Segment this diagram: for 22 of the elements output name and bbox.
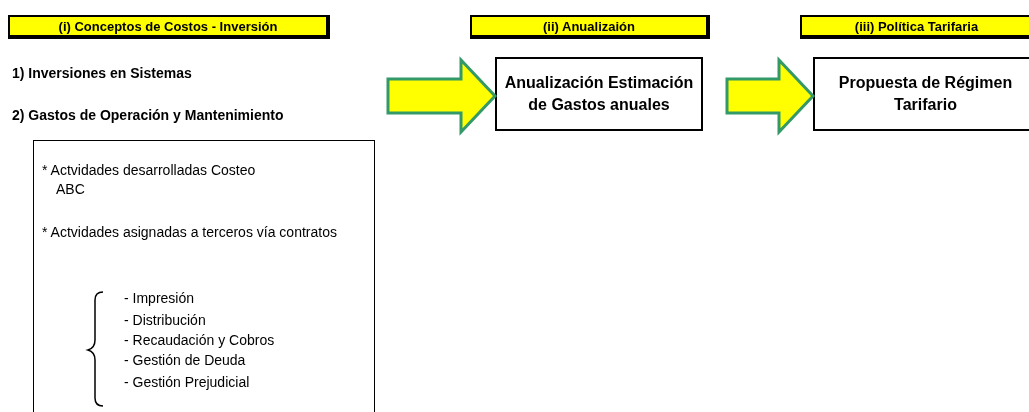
header-bar xyxy=(8,15,330,39)
process-box xyxy=(813,57,1029,131)
item-heading: 1) Inversiones en Sistemas xyxy=(12,65,192,81)
process-box xyxy=(495,57,703,131)
item-heading: 2) Gastos de Operación y Mantenimiento xyxy=(12,107,284,123)
list-item: - Gestión de Deuda xyxy=(124,351,246,370)
box-text: Propuesta de Régimen Tarifario xyxy=(837,73,1014,115)
header-label: (i) Conceptos de Costos - Inversión xyxy=(58,18,278,34)
note-box xyxy=(33,140,375,412)
header-bar xyxy=(470,15,710,39)
bullet-text: * Actvidades asignadas a terceros vía contratos xyxy=(42,223,338,242)
block-arrow xyxy=(725,56,816,136)
header-label: (iii) Política Tarifaria xyxy=(854,18,979,34)
box-text: Anualización Estimación de Gastos anuales xyxy=(503,73,695,115)
list-item: - Recaudación y Cobros xyxy=(124,331,275,350)
list-item: - Gestión Prejudicial xyxy=(124,373,250,392)
list-item: - Distribución xyxy=(124,311,206,330)
header-bar xyxy=(800,15,1029,39)
block-arrow xyxy=(386,56,498,136)
bullet-text: * Actvidades desarrolladas Costeo ABC xyxy=(42,161,256,199)
header-label: (ii) Anualizaión xyxy=(543,18,635,34)
list-item: - Impresión xyxy=(124,289,195,308)
